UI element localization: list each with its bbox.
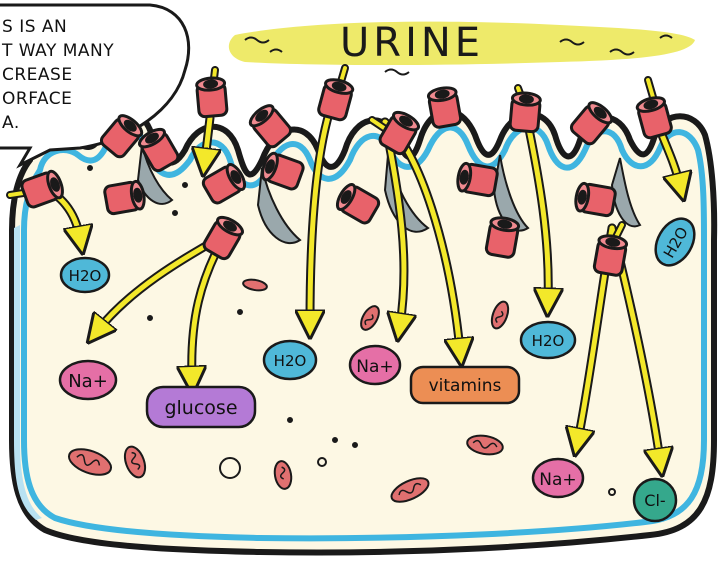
sodium-molecule-1: Na+	[60, 361, 116, 399]
svg-text:H2O: H2O	[274, 352, 307, 370]
transporter	[196, 77, 227, 117]
h2o-molecule-3: H2O	[521, 322, 575, 358]
svg-text:H2O: H2O	[69, 267, 102, 285]
vesicle	[183, 183, 187, 187]
vesicle	[88, 166, 92, 170]
bubble-line-2: T WAY MANY	[1, 41, 114, 61]
h2o-molecule-2: H2O	[264, 341, 316, 379]
transporter	[427, 86, 461, 128]
svg-text:Cl-: Cl-	[644, 491, 665, 510]
transporter	[574, 182, 616, 216]
vesicle	[333, 438, 337, 442]
urine-label: URINE	[340, 20, 484, 66]
vesicle	[238, 310, 242, 314]
transporter	[104, 180, 146, 214]
vesicle	[353, 443, 357, 447]
vitamins-molecule: vitamins	[411, 367, 519, 403]
bubble-line-4: ORFACE	[2, 89, 72, 109]
glucose-molecule: glucose	[147, 387, 255, 427]
transporter	[317, 77, 354, 121]
cell-body	[12, 111, 714, 552]
bubble-line-1: S IS AN	[2, 17, 67, 37]
transporter	[593, 234, 627, 276]
vesicle	[288, 418, 292, 422]
h2o-molecule-1: H2O	[61, 258, 109, 292]
chloride-molecule: Cl-	[634, 479, 676, 521]
vesicle	[148, 316, 152, 320]
svg-text:Na+: Na+	[539, 470, 576, 490]
svg-text:glucose: glucose	[164, 397, 237, 419]
svg-text:H2O: H2O	[532, 332, 565, 350]
transporter	[456, 162, 498, 196]
urine-label-group: URINE	[229, 20, 695, 75]
sodium-molecule-3: Na+	[533, 459, 583, 497]
sodium-molecule-2: Na+	[350, 346, 400, 384]
svg-text:Na+: Na+	[356, 357, 393, 377]
bubble-line-3: CREASE	[2, 65, 73, 85]
vesicle	[173, 211, 177, 215]
svg-text:vitamins: vitamins	[429, 376, 502, 396]
bubble-line-5: A.	[2, 113, 20, 133]
cell-outer-outline	[12, 111, 714, 552]
transporter	[510, 92, 541, 132]
transporter	[636, 95, 673, 139]
transporter	[485, 216, 519, 258]
svg-text:Na+: Na+	[68, 371, 108, 392]
